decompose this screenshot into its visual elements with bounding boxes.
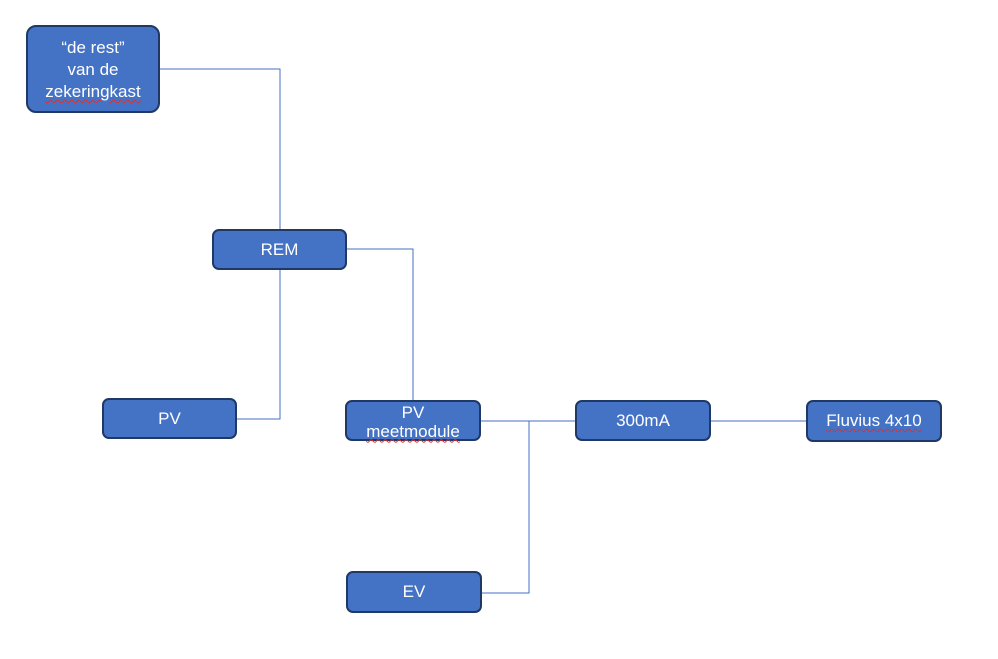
node-pv-label: PV <box>158 408 181 428</box>
node-rem-label: REM <box>260 239 299 259</box>
node-fluvius[interactable]: Fluvius 4x10 <box>806 400 942 442</box>
node-pv-meetmodule-line2: meetmodule <box>366 421 460 441</box>
connector-rest-rem <box>160 68 281 229</box>
node-rest-line1: “de rest” <box>61 38 125 57</box>
node-300ma-label: 300mA <box>616 410 670 430</box>
node-rest-line3: zekeringkast <box>45 82 141 101</box>
node-pv-meetmodule[interactable]: PV meetmodule <box>345 400 481 441</box>
node-pv[interactable]: PV <box>102 398 237 439</box>
node-ev[interactable]: EV <box>346 571 482 613</box>
node-de-rest-van-de-zekeringkast[interactable]: “de rest” van de zekeringkast <box>26 25 160 113</box>
node-rest-line2: van de <box>67 60 119 79</box>
connector-rem-pv <box>237 270 281 420</box>
node-pv-meetmodule-line1: PV <box>401 402 425 422</box>
connector-junction-ev <box>482 421 530 594</box>
node-rem[interactable]: REM <box>212 229 347 270</box>
node-fluvius-label: Fluvius 4x10 <box>826 411 922 430</box>
connector-rem-pv-meetmodule <box>347 248 414 400</box>
node-300ma[interactable]: 300mA <box>575 400 711 441</box>
node-ev-label: EV <box>402 582 426 601</box>
